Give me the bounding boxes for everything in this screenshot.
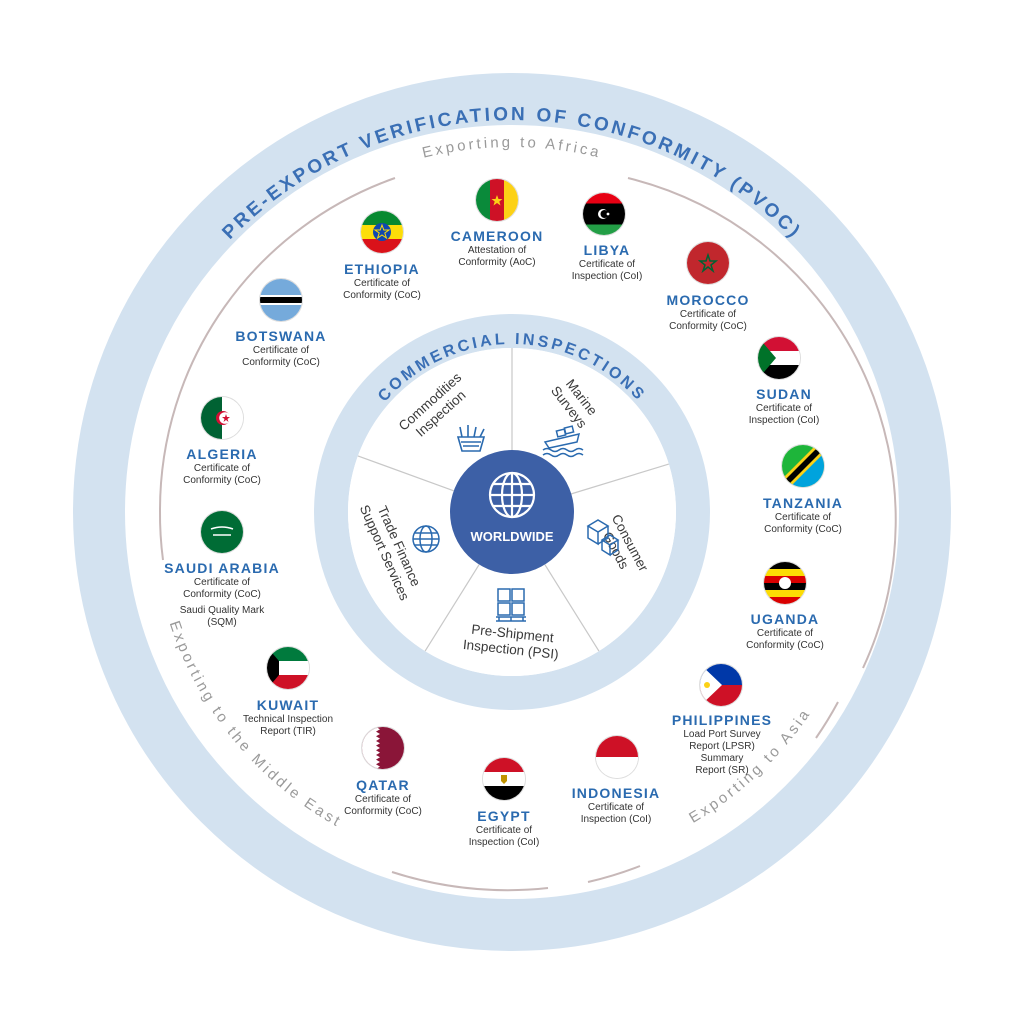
region-africa-label: Exporting to Africa	[421, 134, 604, 162]
certificate-type: Certificate of Conformity (CoC)	[746, 628, 824, 651]
globe-icon	[488, 471, 536, 519]
country-name: ETHIOPIA	[344, 261, 420, 277]
certificate-type: Certificate of Conformity (CoC)	[669, 309, 747, 332]
country-name: ALGERIA	[186, 446, 258, 462]
egypt-flag-icon	[483, 758, 525, 800]
cameroon-flag-icon	[476, 179, 518, 221]
middle-east-arc-line	[391, 871, 549, 892]
certificate-type: Certificate of Conformity (CoC)	[343, 278, 421, 301]
africa-arc-line-right	[627, 177, 897, 669]
outer-band	[73, 73, 951, 951]
certificate-type: Certificate of Conformity (CoC)	[183, 463, 261, 486]
certificate-type: Certificate of Conformity (CoC)	[344, 794, 422, 817]
inner-band	[314, 314, 710, 710]
algeria-flag-icon	[201, 397, 243, 439]
country-name: PHILIPPINES	[671, 712, 773, 728]
certificate-type: Certificate of Inspection (CoI)	[468, 825, 540, 848]
country-name: BOTSWANA	[235, 328, 327, 344]
kuwait-flag-icon	[267, 647, 309, 689]
country-name: QATAR	[356, 777, 410, 793]
uganda-flag-icon	[764, 562, 806, 604]
africa-arc-line-leftlow	[158, 509, 164, 561]
certificate-extra: Saudi Quality Mark (SQM)	[179, 605, 265, 628]
segment-divider	[424, 564, 480, 652]
botswana-flag-icon	[260, 279, 302, 321]
country-name: TANZANIA	[762, 495, 844, 511]
country-name: LIBYA	[583, 242, 631, 258]
asia-arc-line-upper	[815, 701, 839, 739]
sudan-flag-icon	[758, 337, 800, 379]
certificate-type: Technical Inspection Report (TIR)	[242, 714, 334, 737]
certificate-type: Certificate of Conformity (CoC)	[183, 577, 261, 600]
country-name: EGYPT	[477, 808, 531, 824]
certificate-type: Attestation of Conformity (AoC)	[458, 245, 536, 268]
worldwide-label: WORLDWIDE	[470, 529, 553, 544]
saudi-arabia-flag-icon	[201, 511, 243, 553]
certificate-type: Certificate of Inspection (CoI)	[571, 259, 643, 282]
pallet-boxes-icon	[496, 588, 526, 622]
wheat-basket-icon	[456, 425, 486, 452]
segment-dividers	[357, 348, 670, 652]
globe-coin-icon	[412, 525, 440, 553]
ship-icon	[542, 425, 584, 458]
tanzania-flag-icon	[782, 445, 824, 487]
certificate-type: Certificate of Inspection (CoI)	[748, 403, 820, 426]
country-name: MOROCCO	[666, 292, 750, 308]
country-name: CAMEROON	[450, 228, 544, 244]
segment-divider	[571, 463, 670, 495]
indonesia-flag-icon	[596, 736, 638, 778]
country-name: SUDAN	[756, 386, 812, 402]
country-name: SAUDI ARABIA	[164, 560, 280, 576]
ethiopia-flag-icon	[361, 211, 403, 253]
country-name: INDONESIA	[571, 785, 661, 801]
qatar-flag-icon	[362, 727, 404, 769]
africa-arc-line-left	[159, 177, 396, 511]
certificate-type: Certificate of Conformity (CoC)	[242, 345, 320, 368]
country-name: KUWAIT	[256, 697, 320, 713]
libya-flag-icon	[583, 193, 625, 235]
segment-divider	[544, 564, 600, 652]
cubes-icon	[586, 519, 620, 557]
segment-divider	[357, 455, 454, 492]
certificate-type: Certificate of Conformity (CoC)	[764, 512, 842, 535]
country-name: UGANDA	[750, 611, 820, 627]
certificate-type: Certificate of Inspection (CoI)	[580, 802, 652, 825]
asia-arc-line	[587, 865, 641, 883]
certificate-type: Load Port Survey Report (LPSR) Summary R…	[683, 729, 761, 776]
philippines-flag-icon	[700, 664, 742, 706]
morocco-flag-icon	[687, 242, 729, 284]
